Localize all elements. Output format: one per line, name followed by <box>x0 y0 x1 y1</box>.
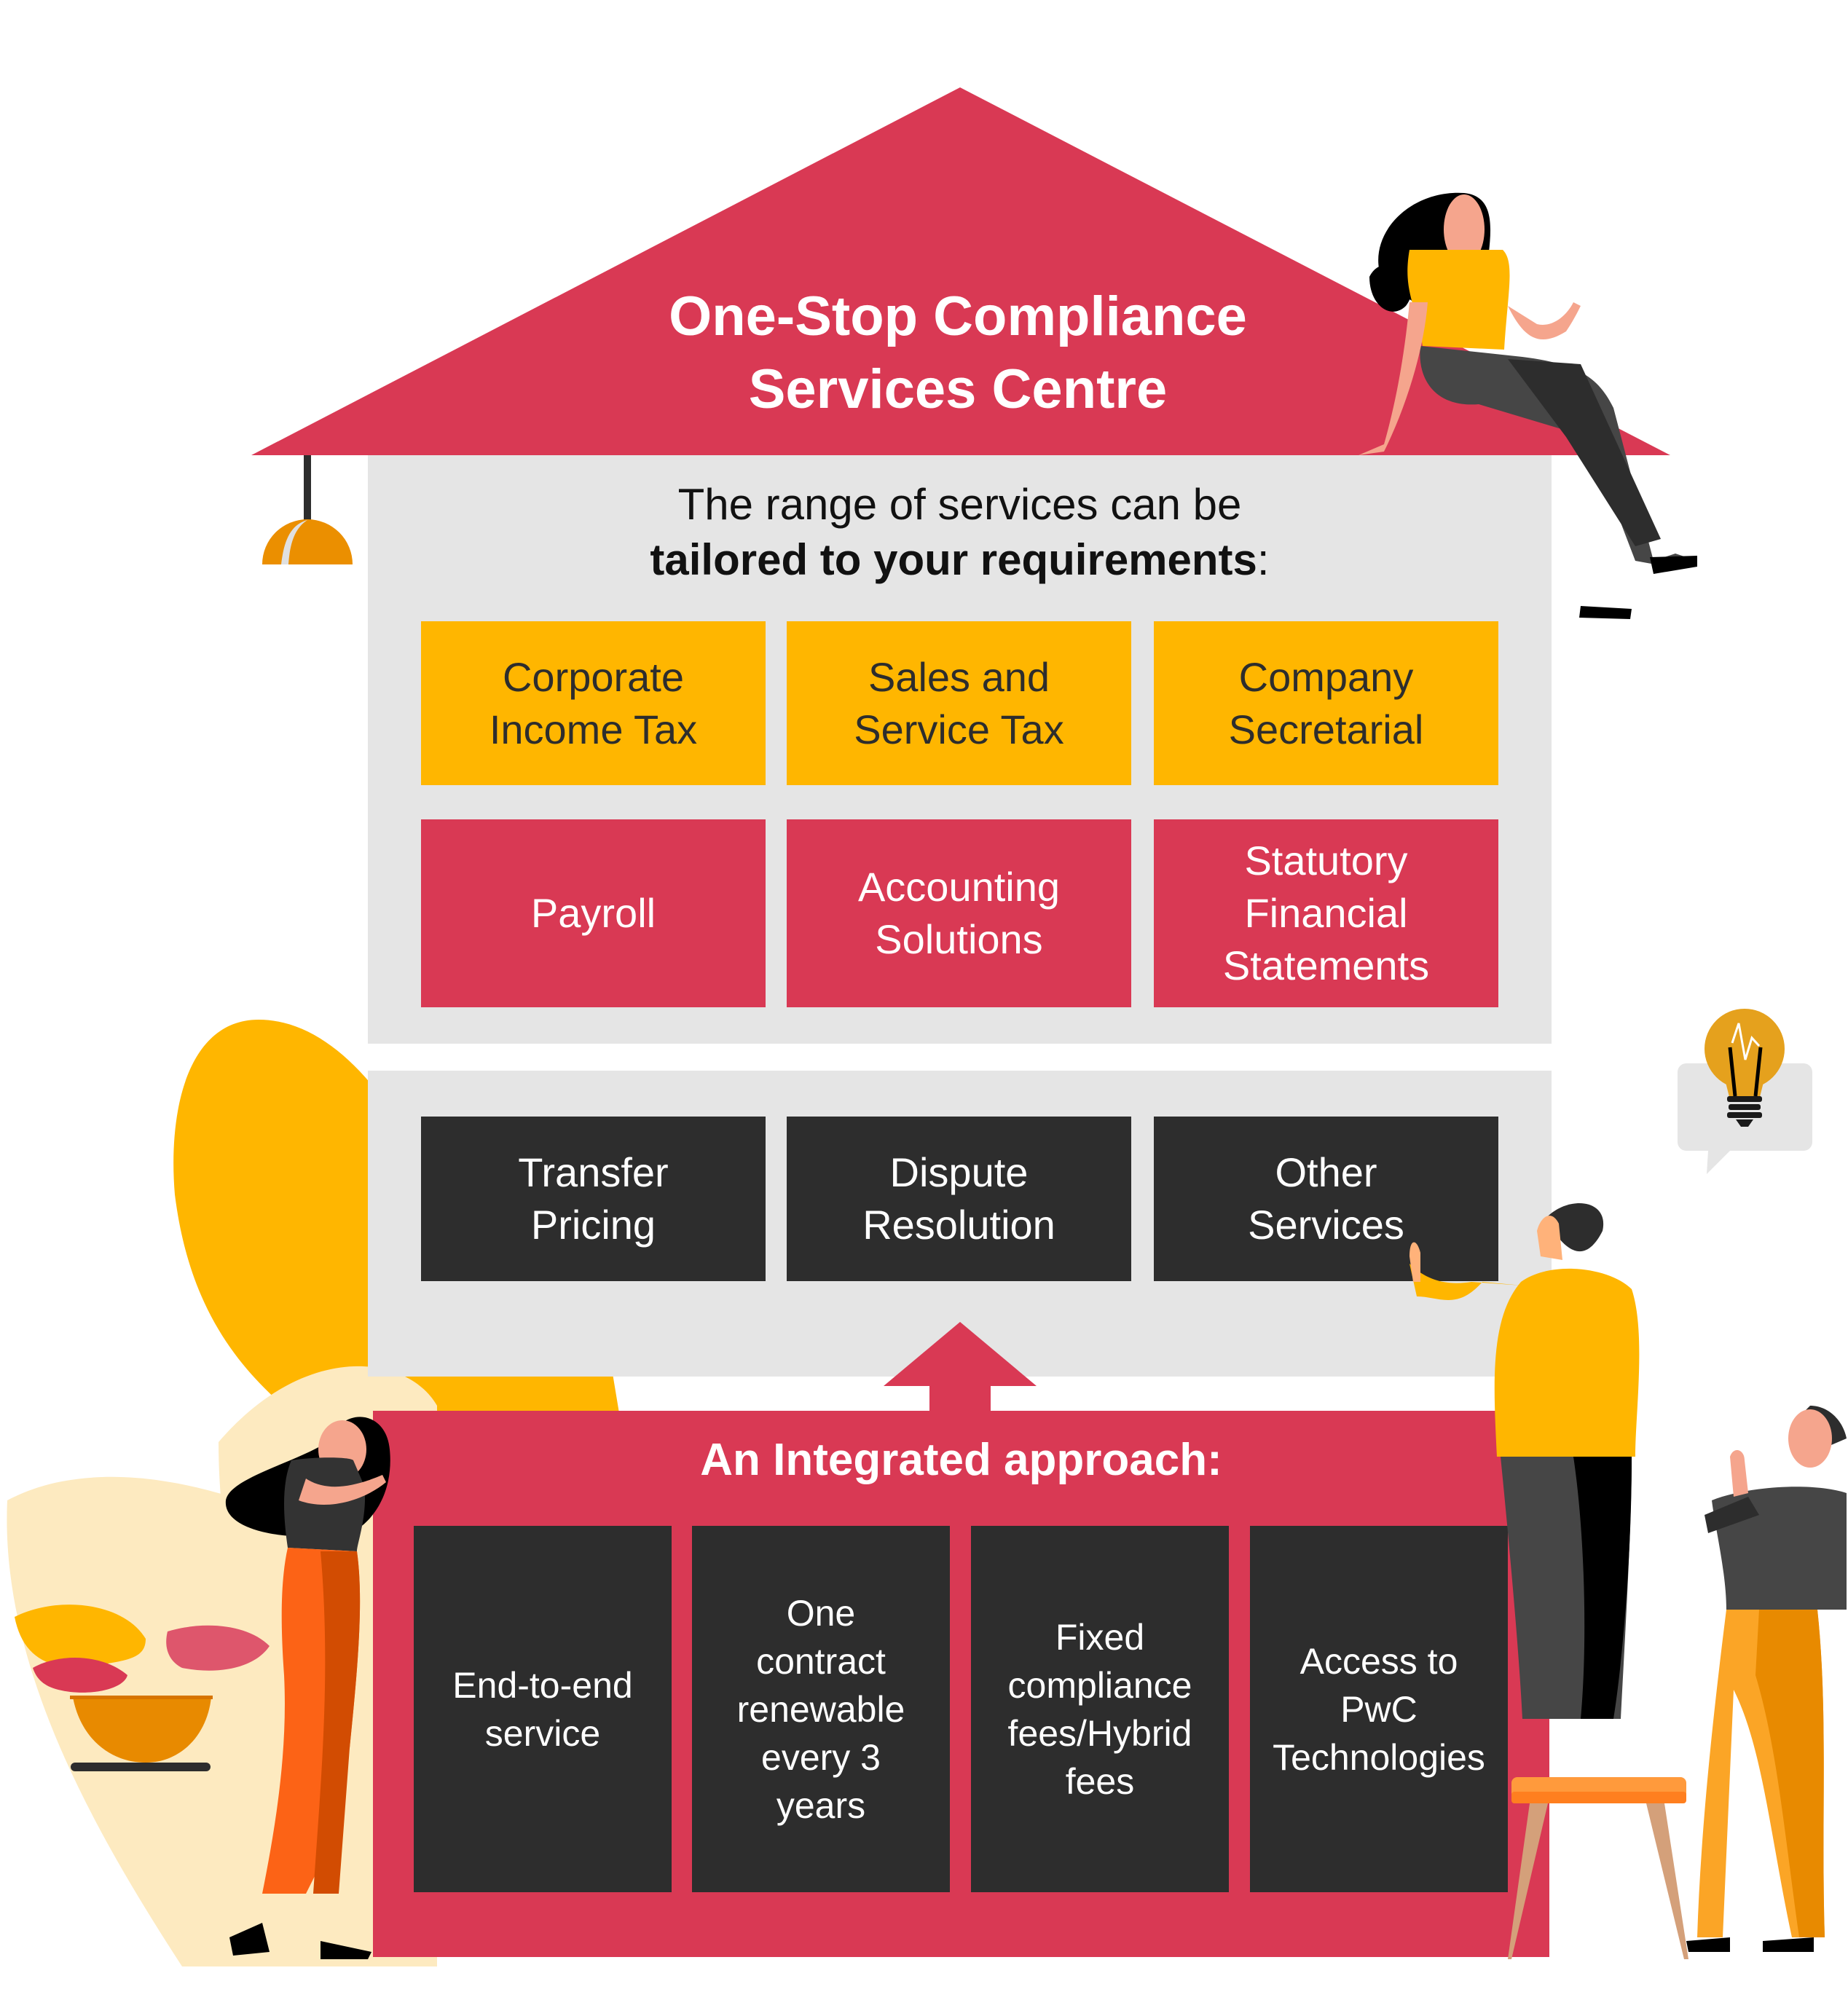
page-title: One-Stop Compliance Services Centre <box>539 280 1377 426</box>
intro-line-1: The range of services can be <box>677 480 1242 529</box>
integrated-approach-title: An Integrated approach: <box>700 1435 1222 1485</box>
pillar-fixed-fees: Fixed compliance fees/Hybrid fees <box>971 1526 1229 1892</box>
cream-leaf-shape-2 <box>7 1476 409 1966</box>
service-tile-transfer-pricing: Transfer Pricing <box>421 1117 766 1281</box>
pillar-pwc-technologies: Access to PwC Technologies <box>1250 1526 1508 1892</box>
intro-suffix: : <box>1257 535 1270 584</box>
service-tile-corporate-income-tax: Corporate Income Tax <box>421 621 766 785</box>
potted-plant-icon <box>15 1605 270 1771</box>
service-tile-accounting-solutions: Accounting Solutions <box>787 819 1131 1007</box>
service-tile-statutory-financial-statements: Statutory Financial Statements <box>1154 819 1498 1007</box>
service-tile-sales-service-tax: Sales and Service Tax <box>787 621 1131 785</box>
title-line-1: One-Stop Compliance <box>669 286 1247 347</box>
pillar-one-contract: One contract renewable every 3 years <box>692 1526 950 1892</box>
intro-text: The range of services can be tailored to… <box>368 477 1552 588</box>
service-tile-payroll: Payroll <box>421 819 766 1007</box>
man-standing-illustration <box>1686 1406 1847 1952</box>
lightbulb-speech-bubble-icon <box>1678 1009 1812 1174</box>
intro-emphasis: tailored to your requirements <box>650 535 1257 584</box>
service-tile-other-services: Other Services <box>1154 1117 1498 1281</box>
intro-line-2: tailored to your requirements: <box>368 532 1552 588</box>
service-tile-company-secretarial: Company Secretarial <box>1154 621 1498 785</box>
woman-standing-illustration <box>225 1417 390 1959</box>
service-tile-dispute-resolution: Dispute Resolution <box>787 1117 1131 1281</box>
pillar-end-to-end-service: End-to-end service <box>414 1526 672 1892</box>
title-line-2: Services Centre <box>748 358 1168 420</box>
